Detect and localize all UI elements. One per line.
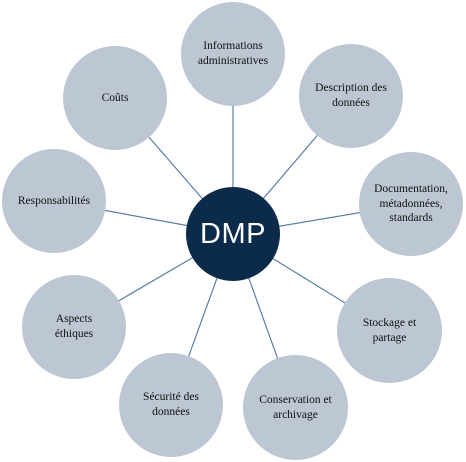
node-label: Sécurité des données [143,391,199,418]
node-documentation-metadonnees-standards: Documentation, métadonnées, standards [359,152,463,256]
node-label: Documentation, métadonnées, standards [374,182,448,225]
node-label: Stockage et partage [362,316,417,344]
node-label: Description des données [315,82,387,109]
node-securite-des-donnees: Sécurité des données [119,353,223,457]
node-description-des-donnees: Description des données [299,44,403,148]
node-couts: Coûts [63,46,167,150]
node-label: Conservation et archivage [259,393,332,421]
node-label: Coûts [101,91,129,104]
node-label: Responsabilités [17,194,91,207]
center-hub: DMP [186,187,280,281]
node-stockage-et-partage: Stockage et partage [337,278,442,383]
node-aspects-ethiques: Aspects éthiques [22,275,126,379]
node-label: Informations administratives [197,40,269,67]
center-label: DMP [200,217,266,250]
node-responsabilites: Responsabilités [2,149,106,253]
node-conservation-et-archivage: Conservation et archivage [243,355,348,460]
node-informations-administratives: Informations administratives [181,2,285,106]
node-label: Aspects éthiques [54,313,94,340]
